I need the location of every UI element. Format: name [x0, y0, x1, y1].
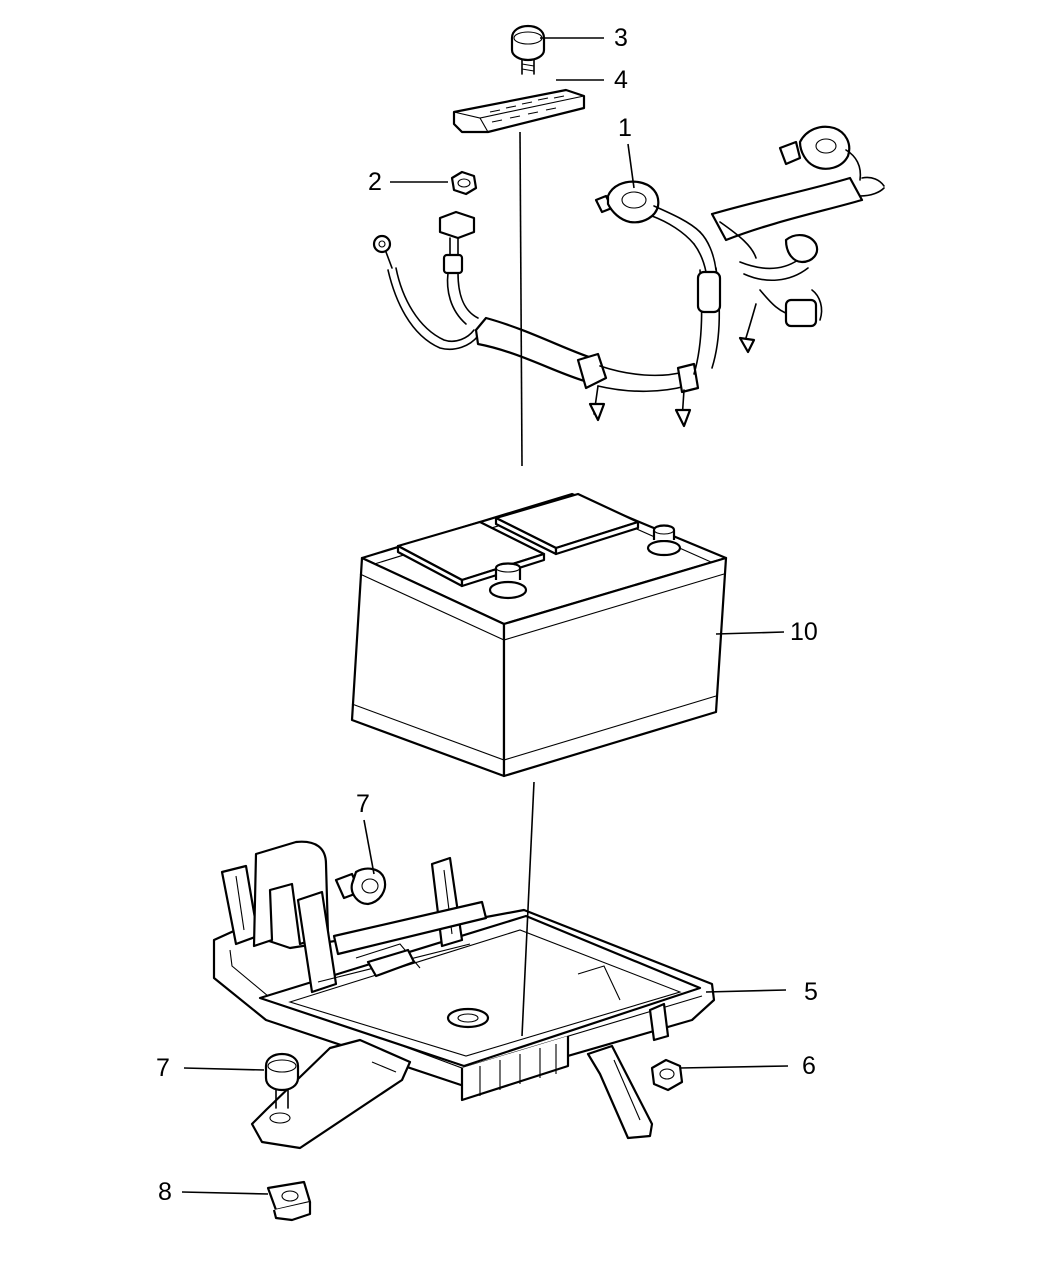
alignment-line-top	[519, 131, 523, 467]
callout-7-upper: 7	[356, 790, 370, 818]
leader-line-7-lower	[183, 1067, 265, 1071]
callout-5: 5	[804, 978, 818, 1006]
leader-line-8	[181, 1191, 269, 1195]
leader-line-5	[705, 989, 787, 993]
callout-8: 8	[158, 1178, 172, 1206]
callout-10: 10	[790, 618, 818, 646]
tray-nut	[650, 1058, 684, 1092]
terminal-nut	[450, 170, 478, 196]
callout-7-lower: 7	[156, 1054, 170, 1082]
leader-line-10	[715, 631, 785, 635]
battery	[350, 492, 728, 778]
hold-down-bolt	[510, 24, 546, 75]
leader-line-1	[627, 143, 635, 189]
battery-hold-down	[452, 88, 586, 134]
tray-bolt-lower	[264, 1052, 300, 1109]
battery-cable-harness	[372, 125, 885, 428]
callout-4: 4	[614, 66, 628, 94]
callout-1: 1	[618, 114, 632, 142]
callout-6: 6	[802, 1052, 816, 1080]
u-nut-clip	[266, 1180, 312, 1222]
alignment-line-bottom	[521, 781, 535, 1037]
callout-2: 2	[368, 168, 382, 196]
battery-tray	[212, 840, 716, 1150]
callout-3: 3	[614, 24, 628, 52]
leader-line-7-upper	[363, 819, 375, 875]
leader-line-6	[679, 1065, 789, 1069]
bracket-bolt-upper	[334, 867, 387, 906]
